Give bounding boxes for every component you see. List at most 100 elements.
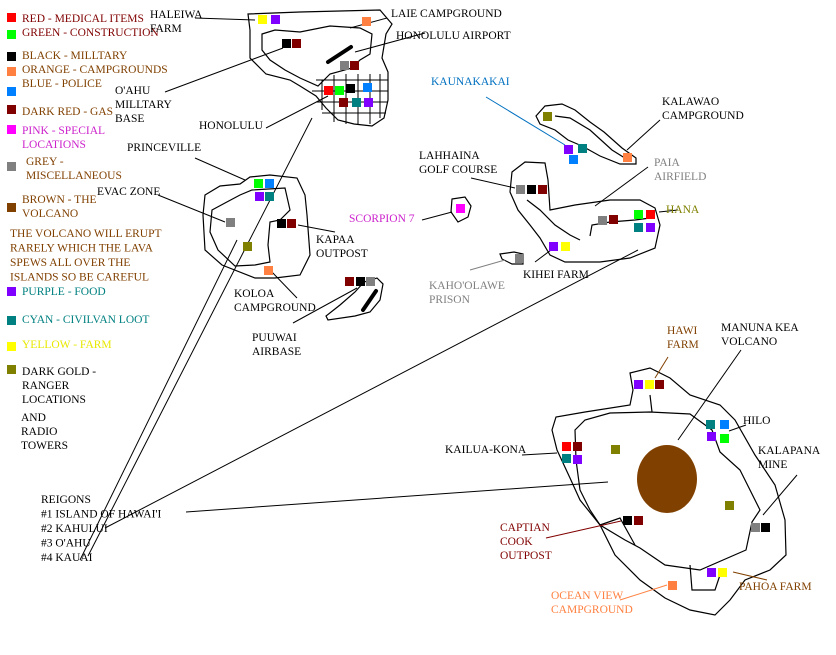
- label-line: KAHO'OLAWE: [429, 280, 505, 292]
- purple-marker: [549, 242, 558, 251]
- hilo-label: HILO: [743, 415, 770, 427]
- legend-swatch-yellow: [7, 342, 16, 351]
- purple-marker: [271, 15, 280, 24]
- grey-marker: [751, 523, 760, 532]
- island-kahoolawe: [499, 251, 524, 265]
- label-line: THE VOLCANO WILL ERUPT: [10, 228, 162, 240]
- label-line: OCEAN VIEW: [551, 590, 623, 602]
- label-line: KAILUA-KONA: [445, 444, 527, 456]
- legend-swatch-orange: [7, 67, 16, 76]
- darkred-marker: [538, 185, 547, 194]
- cyan-marker: [634, 223, 643, 232]
- label-line: MINE: [758, 459, 787, 471]
- legend-swatch-darkred: [7, 105, 16, 114]
- black-marker: [282, 39, 291, 48]
- darkred-marker: [287, 219, 296, 228]
- label-line: KAUNAKAKAI: [431, 76, 510, 88]
- label-line: TOWERS: [21, 440, 68, 452]
- darkgold-marker: [725, 501, 734, 510]
- legend-label-orange: ORANGE - CAMPGROUNDS: [22, 64, 168, 76]
- legend-label-grey: GREY -MISCELLANEOUS: [26, 156, 122, 182]
- darkgold-marker: [611, 445, 620, 454]
- label-line: MANUNA KEA: [721, 322, 799, 334]
- red-marker: [646, 210, 655, 219]
- label-line: BROWN - THE: [22, 194, 97, 206]
- hana-label: HANA: [666, 204, 700, 216]
- label-line: PRISON: [429, 294, 471, 306]
- label-line: CAMPGROUND: [662, 110, 744, 122]
- label-line: #2 KAHULUI: [41, 523, 108, 535]
- legend-swatch-grey: [7, 162, 16, 171]
- label-line: FARM: [667, 339, 699, 351]
- legend-label-yellow: YELLOW - FARM: [22, 339, 112, 351]
- legend-label-red: RED - MEDICAL ITEMS: [22, 13, 144, 25]
- grey-marker: [598, 216, 607, 225]
- kahoolawe-label: KAHO'OLAWE PRISON: [429, 280, 505, 306]
- kaunakakai-label: KAUNAKAKAI: [431, 76, 510, 88]
- island-hawaii: [551, 367, 787, 616]
- label-line: HANA: [666, 204, 700, 216]
- island-oahu: [247, 9, 393, 127]
- label-line: SPEWS ALL OVER THE: [10, 257, 130, 269]
- label-line: PAIA: [654, 157, 680, 169]
- label-line: VOLCANO: [721, 336, 777, 348]
- label-line: DARK RED - GAS: [22, 106, 113, 118]
- blue-marker: [363, 83, 372, 92]
- orange-marker: [362, 17, 371, 26]
- label-line: ISLANDS SO BE CAREFUL: [10, 272, 149, 284]
- cyan-marker: [265, 192, 274, 201]
- darkred-marker: [609, 215, 618, 224]
- label-line: ORANGE - CAMPGROUNDS: [22, 64, 168, 76]
- legend-swatch-black: [7, 52, 16, 61]
- legend-label-green: GREEN - CONSTRUCTION: [22, 27, 159, 39]
- black-marker: [761, 523, 770, 532]
- legend-label-cyan: CYAN - CIVILVAN LOOT: [22, 314, 149, 326]
- legend-swatch-brown: [7, 203, 16, 212]
- label-line: CYAN - CIVILVAN LOOT: [22, 314, 149, 326]
- darkred-marker: [292, 39, 301, 48]
- label-line: PAHOA FARM: [739, 581, 812, 593]
- black-marker: [527, 185, 536, 194]
- label-line: KALAWAO: [662, 96, 719, 108]
- label-line: LAIE CAMPGROUND: [391, 8, 502, 20]
- black-marker: [346, 84, 355, 93]
- label-line: HILO: [743, 415, 770, 427]
- red-marker: [324, 86, 333, 95]
- label-line: BLUE - POLICE: [22, 78, 102, 90]
- label-line: COOK: [500, 536, 533, 548]
- orange-marker: [623, 153, 632, 162]
- leader-lines: [79, 17, 798, 601]
- location-markers: [226, 15, 770, 590]
- label-line: BLACK - MILLTARY: [22, 50, 128, 62]
- honolulu_airport-label: HONOLULU AIRPORT: [396, 30, 511, 42]
- darkgold-marker: [243, 242, 252, 251]
- label-line: RARELY WHICH THE LAVA: [10, 243, 154, 255]
- legend-swatch-red: [7, 13, 16, 22]
- pahoa-label: PAHOA FARM: [739, 581, 812, 593]
- kalawao-label: KALAWAO CAMPGROUND: [662, 96, 744, 122]
- label-line: RADIO: [21, 426, 57, 438]
- label-line: BASE: [115, 113, 144, 125]
- legend-label-black: BLACK - MILLTARY: [22, 50, 128, 62]
- label-line: KOLOA: [234, 288, 275, 300]
- evac-label: EVAC ZONE: [97, 186, 160, 198]
- cyan-marker: [352, 98, 361, 107]
- label-line: LOCATIONS: [22, 394, 86, 406]
- label-line: PUUWAI: [252, 332, 297, 344]
- yellow-marker: [645, 380, 654, 389]
- black-marker: [356, 277, 365, 286]
- purple-marker: [707, 568, 716, 577]
- orange-marker: [264, 266, 273, 275]
- darkred-marker: [573, 442, 582, 451]
- blue-marker: [720, 420, 729, 429]
- darkred-marker: [655, 380, 664, 389]
- green-marker: [634, 210, 643, 219]
